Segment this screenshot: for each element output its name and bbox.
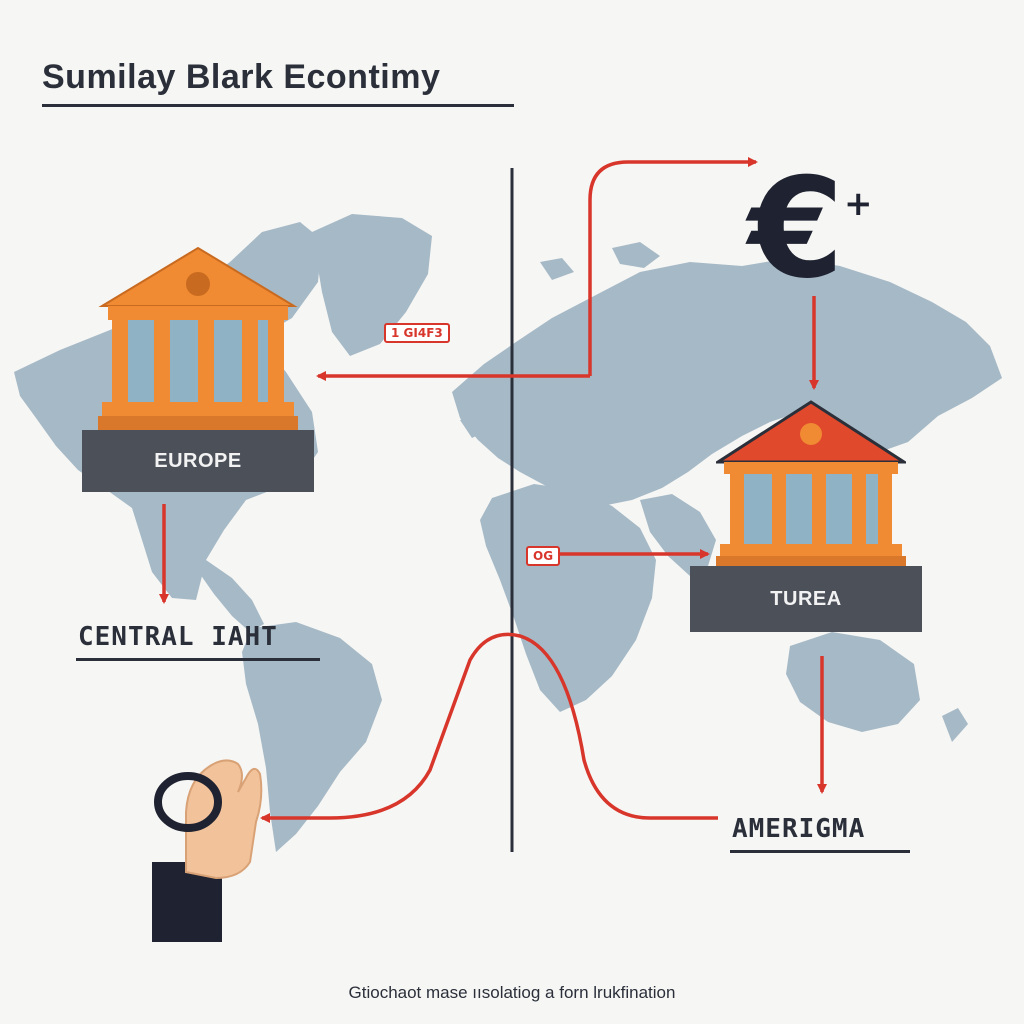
flow-tag-top: 1 GI4F3 [384,323,450,343]
footer-caption: Gtiochaot mase ıısolatiog a forn lrukfin… [348,983,676,1002]
bank-building-icon [716,400,906,568]
bank-building-icon [98,246,298,430]
euro-icon: € [748,148,845,309]
central-underline [76,658,320,661]
title-underline [42,104,514,107]
region-plate-europe: EUROPE [82,430,314,492]
plus-icon: + [844,184,873,224]
hand-coin-icon [152,759,263,942]
flow-tag-mid: OG [526,546,561,566]
curve-to-hand [260,632,718,823]
amerigma-underline [730,850,910,853]
region-plate-turea: TUREA [690,566,922,632]
amerigma-label: AMERIGMA [732,814,866,844]
arrow-to-euro [588,157,758,376]
page-title: Sumilay Blark Econtimy [42,58,441,96]
central-label: CENTRAL IAHT [78,622,278,652]
